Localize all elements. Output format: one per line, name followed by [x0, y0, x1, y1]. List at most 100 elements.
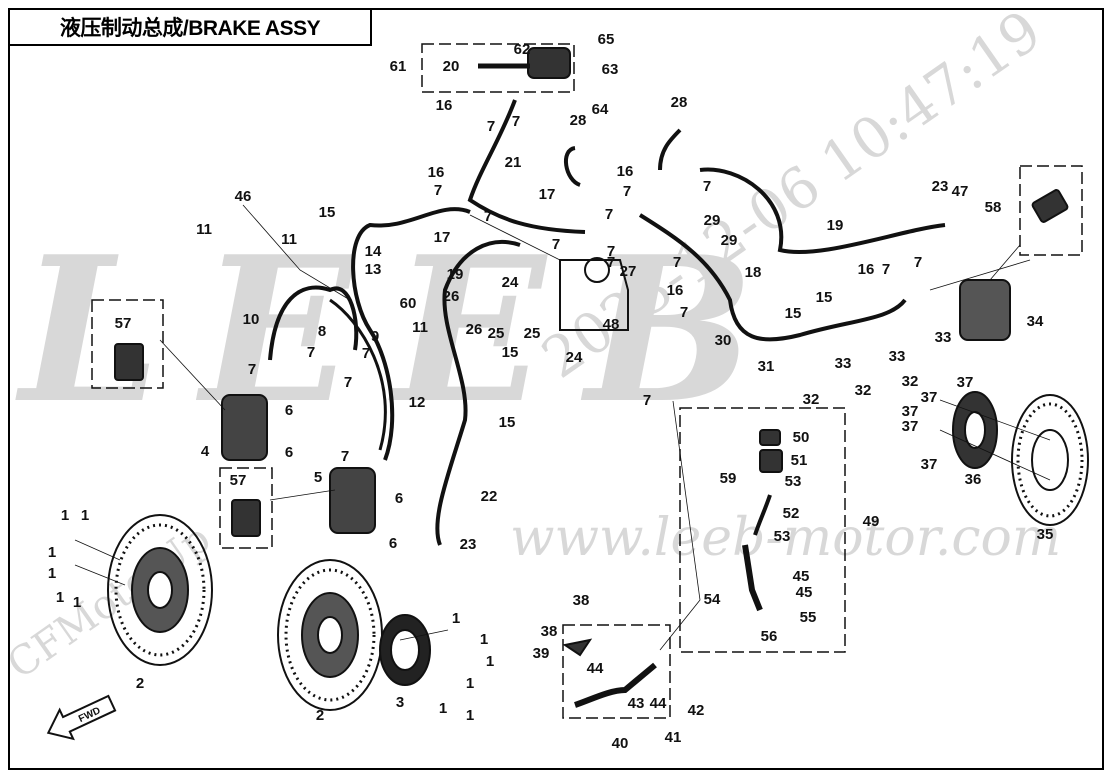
- callout-7: 7: [607, 254, 615, 271]
- callout-61: 61: [390, 58, 407, 75]
- callout-20: 20: [443, 58, 460, 75]
- front-disc-left: [107, 514, 213, 666]
- callout-7: 7: [344, 374, 352, 391]
- callout-7: 7: [605, 206, 613, 223]
- callout-7: 7: [362, 345, 370, 362]
- callout-59: 59: [720, 470, 737, 487]
- callout-1: 1: [466, 675, 474, 692]
- callout-53: 53: [785, 473, 802, 490]
- callout-7: 7: [487, 118, 495, 135]
- callout-12: 12: [409, 394, 426, 411]
- callout-13: 13: [365, 261, 382, 278]
- reservoir-hose-52: [753, 494, 772, 536]
- callout-32: 32: [855, 382, 872, 399]
- callout-55: 55: [800, 609, 817, 626]
- callout-7: 7: [703, 178, 711, 195]
- callout-33: 33: [889, 348, 906, 365]
- hose-19-front: [351, 207, 471, 461]
- callout-10: 10: [243, 311, 260, 328]
- master-cylinder-box: [421, 43, 575, 93]
- callout-23: 23: [460, 536, 477, 553]
- callout-57: 57: [115, 315, 132, 332]
- callout-28: 28: [671, 94, 688, 111]
- callout-56: 56: [761, 628, 778, 645]
- hose-28a: [564, 146, 581, 187]
- callout-7: 7: [673, 254, 681, 271]
- callout-7: 7: [680, 304, 688, 321]
- callout-54: 54: [704, 591, 721, 608]
- callout-16: 16: [858, 261, 875, 278]
- callout-34: 34: [1027, 313, 1044, 330]
- callout-31: 31: [758, 358, 775, 375]
- callout-22: 22: [481, 488, 498, 505]
- hose-19-rear: [699, 167, 946, 255]
- pad-58: [1031, 189, 1069, 223]
- callout-33: 33: [935, 329, 952, 346]
- hose-10: [268, 285, 359, 361]
- callout-23: 23: [932, 178, 949, 195]
- callout-36: 36: [965, 471, 982, 488]
- fwd-arrow-icon: FWD: [46, 694, 117, 741]
- callout-7: 7: [341, 448, 349, 465]
- callout-21: 21: [505, 154, 522, 171]
- callout-1: 1: [466, 707, 474, 724]
- callout-43: 43: [628, 695, 645, 712]
- rear-master-box: [679, 407, 846, 653]
- callout-25: 25: [488, 325, 505, 342]
- pad-57-left: [114, 343, 144, 381]
- abs-ring-3: [379, 614, 431, 686]
- front-caliper-left: [221, 394, 268, 461]
- callout-17: 17: [434, 229, 451, 246]
- callout-37: 37: [957, 374, 974, 391]
- callout-37: 37: [902, 418, 919, 435]
- callout-7: 7: [484, 208, 492, 225]
- front-disc-right: [277, 559, 383, 711]
- callout-57: 57: [230, 472, 247, 489]
- callout-49: 49: [863, 513, 880, 530]
- callout-6: 6: [395, 490, 403, 507]
- callout-19: 19: [447, 266, 464, 283]
- abs-unit: [559, 259, 629, 331]
- callout-11: 11: [412, 319, 428, 336]
- front-caliper-right: [329, 467, 376, 534]
- callout-48: 48: [603, 316, 620, 333]
- callout-30: 30: [715, 332, 732, 349]
- callout-1: 1: [56, 589, 64, 606]
- callout-7: 7: [434, 182, 442, 199]
- callout-44: 44: [587, 660, 604, 677]
- callout-51: 51: [791, 452, 808, 469]
- callout-40: 40: [612, 735, 629, 752]
- callout-5: 5: [314, 469, 322, 486]
- callout-29: 29: [704, 212, 721, 229]
- callout-11: 11: [281, 231, 297, 248]
- hose-28b: [658, 128, 682, 171]
- hose-21: [467, 99, 586, 234]
- callout-16: 16: [617, 163, 634, 180]
- callout-15: 15: [499, 414, 516, 431]
- callout-17: 17: [539, 186, 556, 203]
- hose-12: [329, 298, 387, 451]
- callout-37: 37: [921, 389, 938, 406]
- callout-64: 64: [592, 101, 609, 118]
- callout-44: 44: [650, 695, 667, 712]
- callout-42: 42: [688, 702, 705, 719]
- callout-65: 65: [598, 31, 615, 48]
- callout-52: 52: [783, 505, 800, 522]
- callout-26: 26: [443, 288, 460, 305]
- callout-1: 1: [486, 653, 494, 670]
- watermark-site: www.leeb-motor.com: [510, 508, 1061, 568]
- callout-9: 9: [371, 328, 379, 345]
- callout-58: 58: [985, 199, 1002, 216]
- callout-7: 7: [552, 236, 560, 253]
- callout-24: 24: [502, 274, 519, 291]
- callout-63: 63: [602, 61, 619, 78]
- diagram-frame: [8, 8, 1104, 770]
- callout-18: 18: [745, 264, 762, 281]
- leader-lines: [74, 204, 1051, 651]
- rear-disc: [1011, 394, 1089, 526]
- callout-6: 6: [389, 535, 397, 552]
- callout-46: 46: [235, 188, 252, 205]
- callout-37: 37: [921, 456, 938, 473]
- pedal-box: [562, 624, 671, 719]
